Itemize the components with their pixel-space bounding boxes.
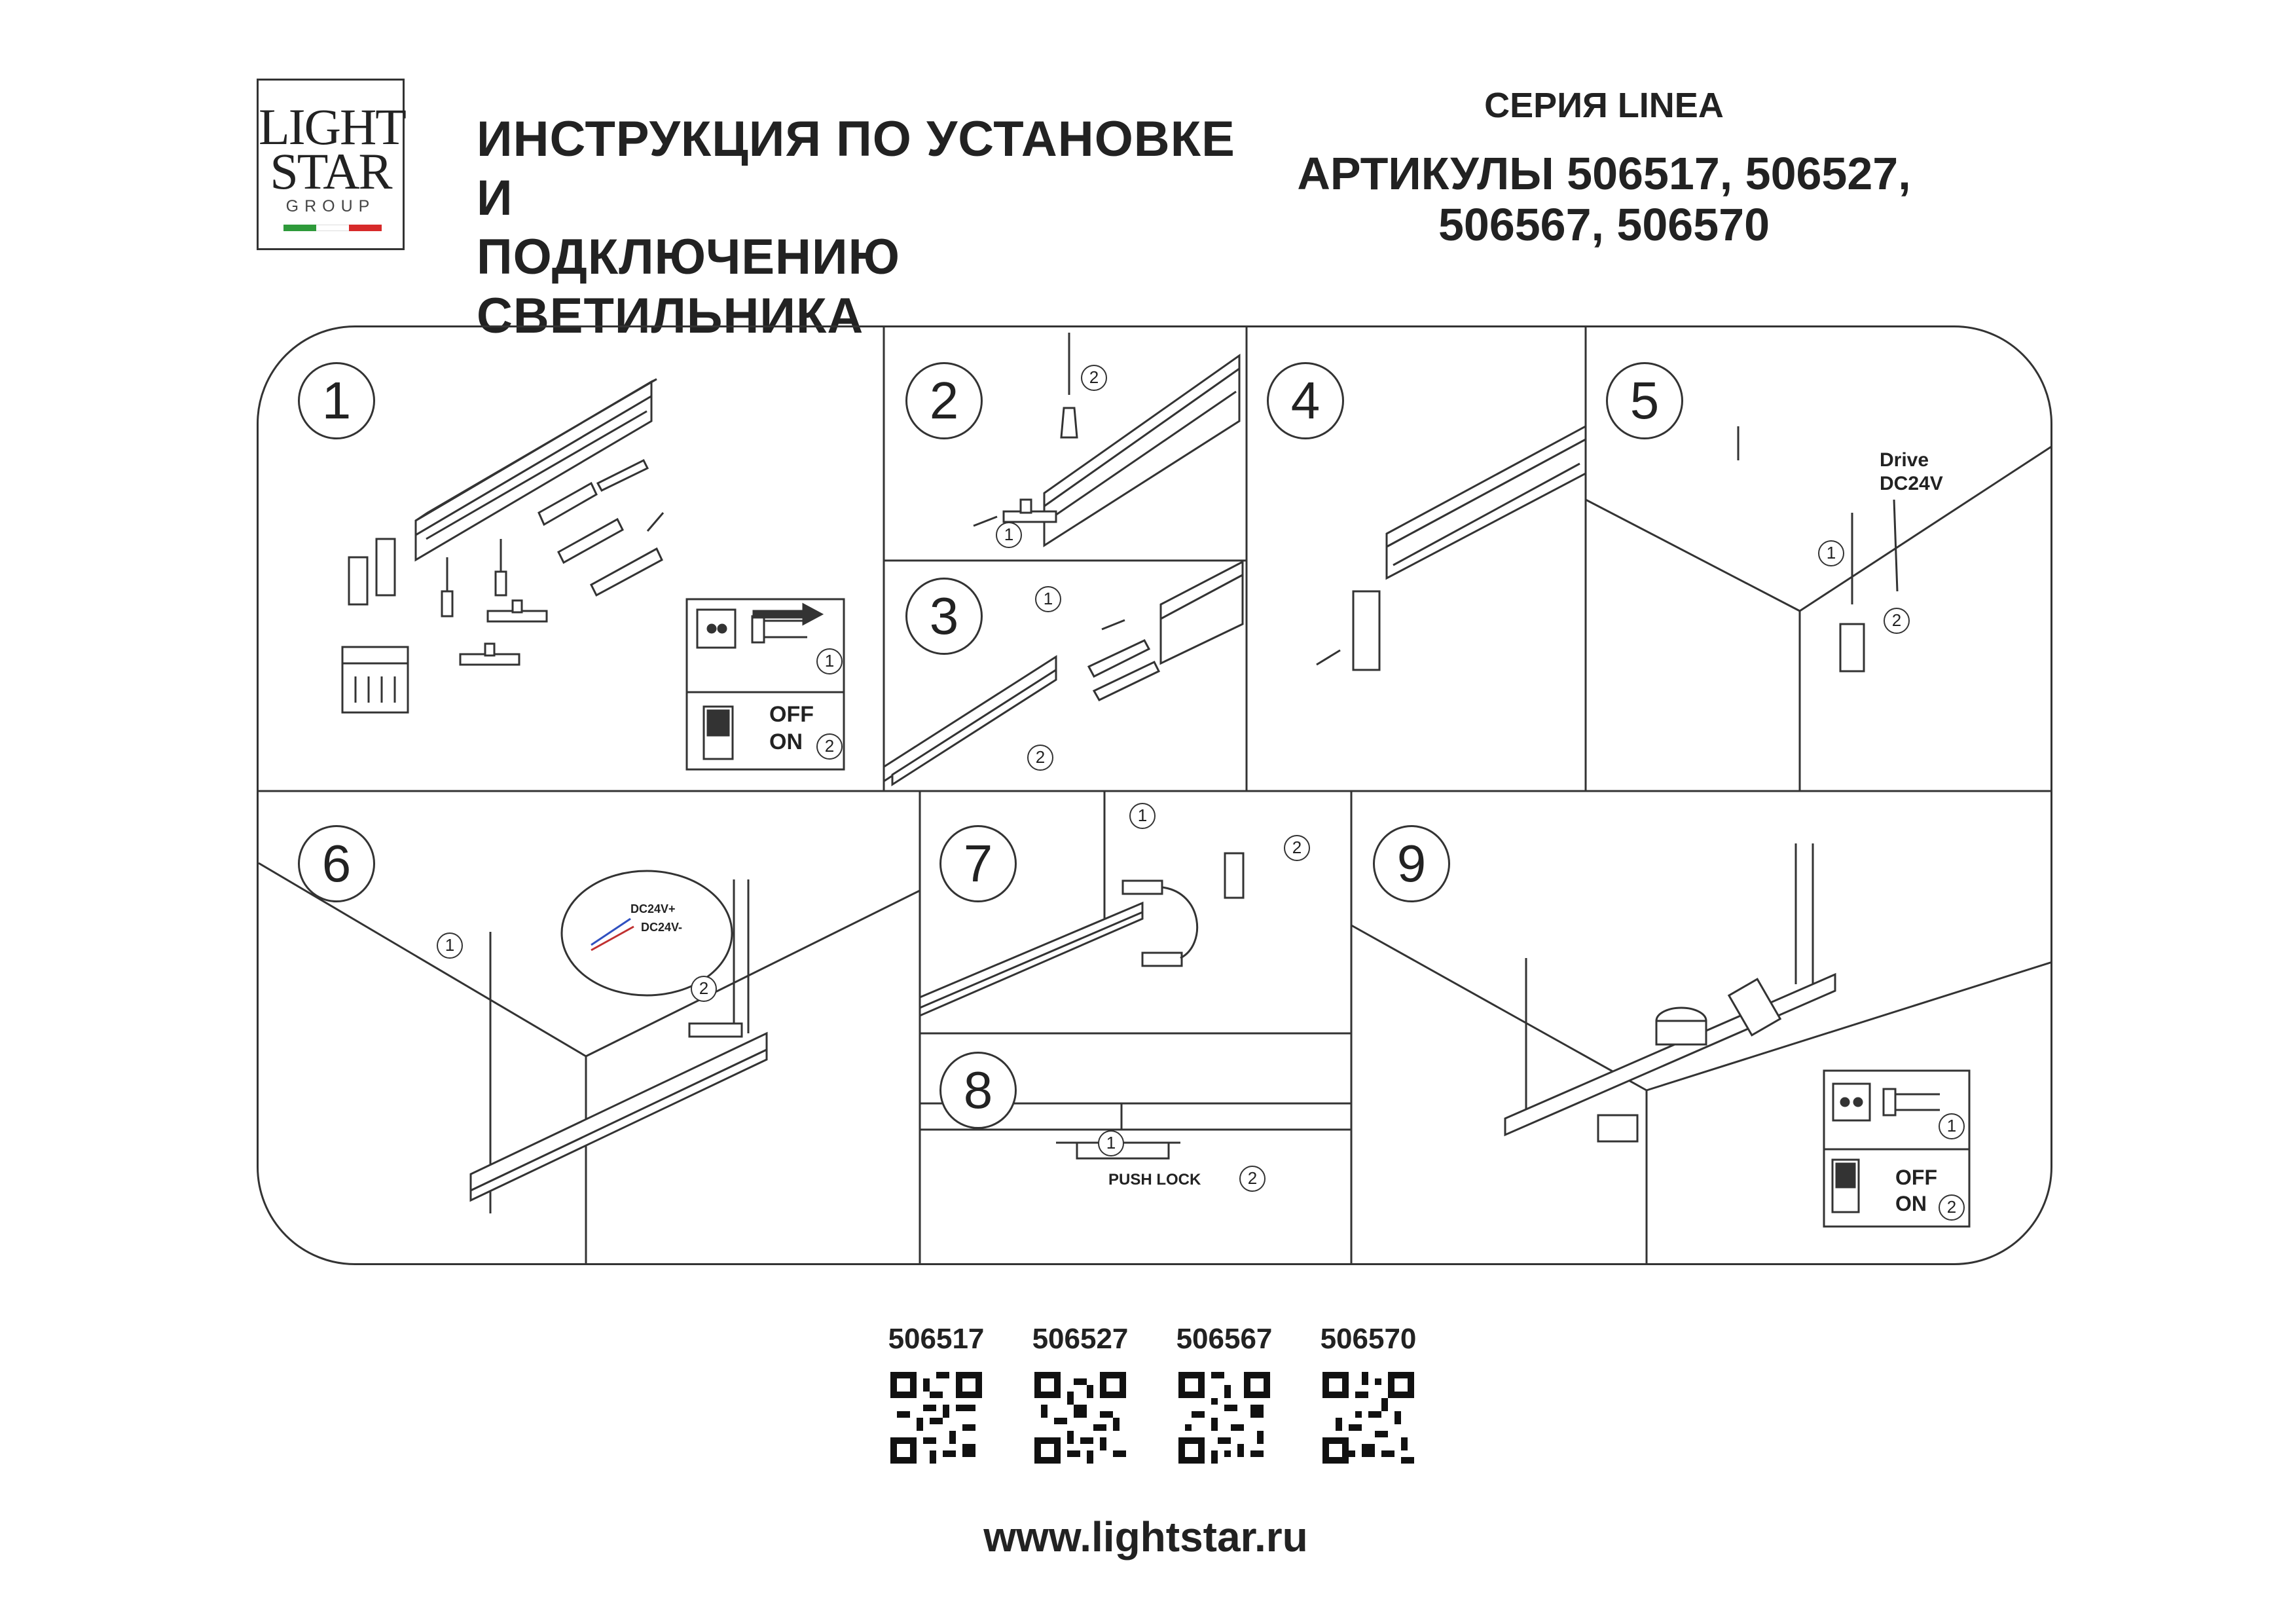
substep-marker: 2 [1081, 365, 1107, 391]
step-number-4: 4 [1267, 362, 1344, 439]
substep-marker: 1 [1939, 1113, 1965, 1139]
step7-illustration [919, 791, 1245, 1018]
drive-label: Drive [1880, 449, 1929, 471]
product-code-506567: 506567 [1176, 1323, 1273, 1355]
qr-code-506570[interactable] [1322, 1372, 1414, 1464]
logo-flag-green [283, 225, 316, 231]
instruction-panel: 1 2 3 4 5 6 7 8 9 OFF ON Drive DC24V DC2… [257, 325, 2052, 1265]
substep-marker: 1 [1818, 540, 1844, 566]
substep-marker: 1 [1129, 803, 1156, 829]
step2-illustration [973, 333, 1241, 547]
substep-marker: 2 [1284, 835, 1310, 861]
website-link[interactable]: www.lightstar.ru [983, 1513, 1308, 1560]
substep-marker: 1 [996, 522, 1022, 548]
qr-code-506517[interactable] [890, 1372, 982, 1464]
substep-marker: 1 [1035, 586, 1061, 612]
qr-code-506527[interactable] [1034, 1372, 1126, 1464]
step6-illustration [259, 862, 920, 1263]
logo-flag-red [349, 225, 382, 231]
step9-on-label: ON [1895, 1192, 1927, 1215]
push-lock-label: PUSH LOCK [1108, 1171, 1201, 1189]
step-number-7: 7 [939, 825, 1017, 902]
step-number-2: 2 [905, 362, 983, 439]
step1-off-label: OFF [769, 702, 814, 727]
articles-line-2: 506567, 506570 [1438, 199, 1770, 250]
articles-line-1: АРТИКУЛЫ 506517, 506527, [1297, 148, 1911, 199]
instruction-illustrations [259, 327, 2050, 1263]
step9-illustration [1351, 843, 2050, 1263]
step-number-8: 8 [939, 1052, 1017, 1129]
step-number-5: 5 [1606, 362, 1683, 439]
substep-marker: 1 [816, 648, 843, 674]
substep-marker: 2 [816, 733, 843, 760]
series-title: СЕРИЯ LINEA [1484, 86, 1724, 125]
step3-illustration [883, 560, 1244, 786]
substep-marker: 2 [1027, 745, 1053, 771]
logo-flag-white [316, 225, 349, 231]
dc-minus-label: DC24V- [641, 921, 683, 934]
logo-star-text: STAR [270, 143, 392, 200]
substep-marker: 2 [1939, 1194, 1965, 1221]
logo-light-text: LIGHT [259, 98, 407, 155]
step-number-1: 1 [298, 362, 375, 439]
title-line-2: ПОДКЛЮЧЕНИЮ СВЕТИЛЬНИКА [477, 229, 900, 344]
article-numbers: АРТИКУЛЫ 506517, 506527, 506567, 506570 [1244, 148, 1964, 250]
substep-marker: 2 [1884, 608, 1910, 634]
step-number-3: 3 [905, 578, 983, 655]
step1-power-hint [685, 598, 845, 771]
substep-marker: 1 [1098, 1130, 1124, 1156]
substep-marker: 1 [437, 932, 463, 959]
step-number-9: 9 [1373, 825, 1450, 902]
drive-voltage-label: DC24V [1880, 473, 1943, 494]
step1-on-label: ON [769, 729, 803, 754]
substep-marker: 2 [691, 976, 717, 1002]
qr-code-506567[interactable] [1178, 1372, 1270, 1464]
brand-logo: LIGHT STAR GROUP [257, 79, 407, 250]
dc-plus-label: DC24V+ [630, 902, 676, 915]
step4-illustration [1316, 424, 1587, 671]
product-code-506570: 506570 [1320, 1323, 1417, 1355]
step1-parts [341, 378, 665, 714]
substep-marker: 2 [1239, 1166, 1266, 1192]
logo-group-text: GROUP [285, 197, 376, 215]
product-code-506527: 506527 [1032, 1323, 1129, 1355]
page-title: ИНСТРУКЦИЯ ПО УСТАНОВКЕ И ПОДКЛЮЧЕНИЮ СВ… [477, 110, 1262, 346]
step9-off-label: OFF [1895, 1166, 1937, 1189]
step-number-6: 6 [298, 825, 375, 902]
product-code-506517: 506517 [888, 1323, 985, 1355]
title-line-1: ИНСТРУКЦИЯ ПО УСТАНОВКЕ И [477, 111, 1235, 226]
step5-illustration [1585, 426, 2050, 791]
